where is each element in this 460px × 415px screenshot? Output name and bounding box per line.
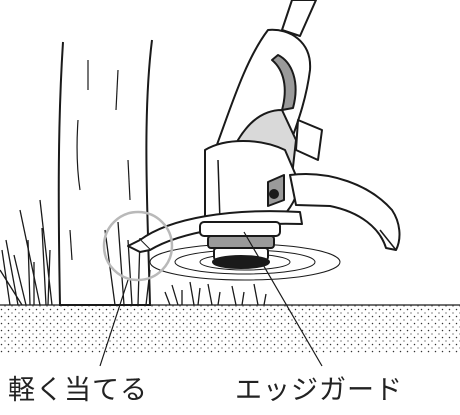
tree-trunk xyxy=(59,40,152,305)
edge-guard-label: エッジガード xyxy=(235,368,403,407)
ground xyxy=(0,305,460,353)
touch-lightly-label: 軽く当てる xyxy=(8,368,148,407)
guard-and-spool xyxy=(128,211,302,268)
